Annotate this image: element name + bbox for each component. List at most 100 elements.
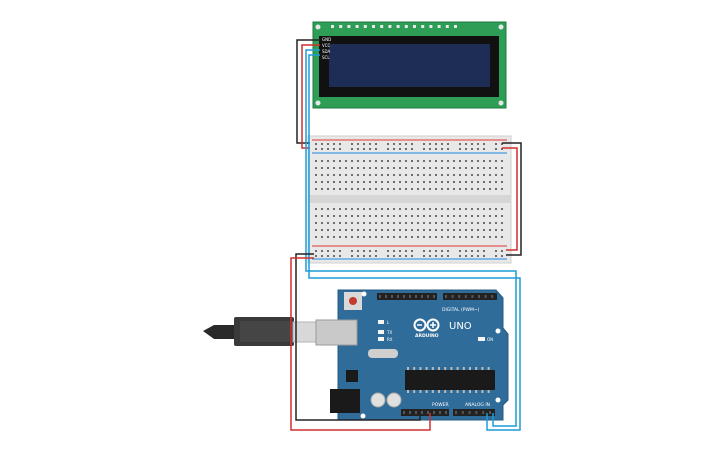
usb-cable[interactable] bbox=[203, 317, 318, 346]
breadboard-hole bbox=[447, 181, 449, 183]
breadboard-hole bbox=[345, 188, 347, 190]
breadboard-rail-hole bbox=[315, 148, 317, 150]
breadboard-hole bbox=[501, 181, 503, 183]
breadboard-hole bbox=[345, 215, 347, 217]
breadboard-rail-hole bbox=[441, 143, 443, 145]
breadboard-hole bbox=[465, 181, 467, 183]
breadboard-hole bbox=[315, 236, 317, 238]
breadboard-hole bbox=[477, 222, 479, 224]
digital-header-low bbox=[443, 293, 497, 300]
breadboard-hole bbox=[501, 215, 503, 217]
breadboard-hole bbox=[411, 208, 413, 210]
wire-arduino-gnd[interactable] bbox=[295, 253, 421, 421]
wire-arduino-5v[interactable] bbox=[290, 257, 431, 431]
breadboard-rail-hole bbox=[501, 255, 503, 257]
chip-leg bbox=[413, 367, 416, 370]
breadboard-hole bbox=[315, 188, 317, 190]
breadboard-rail-hole bbox=[405, 250, 407, 252]
breadboard-hole bbox=[321, 181, 323, 183]
breadboard-hole bbox=[471, 174, 473, 176]
breadboard-hole bbox=[423, 160, 425, 162]
breadboard-hole bbox=[447, 160, 449, 162]
chip-leg bbox=[407, 390, 409, 393]
breadboard-hole bbox=[339, 188, 341, 190]
breadboard-hole bbox=[441, 167, 443, 169]
breadboard-hole bbox=[375, 215, 377, 217]
lcd-header-pin bbox=[339, 25, 343, 28]
breadboard-hole bbox=[441, 236, 443, 238]
led-l-label: L bbox=[387, 320, 390, 325]
breadboard-hole bbox=[375, 167, 377, 169]
breadboard-rail-hole bbox=[315, 143, 317, 145]
breadboard-hole bbox=[489, 188, 491, 190]
breadboard-hole bbox=[483, 188, 485, 190]
breadboard-hole bbox=[411, 215, 413, 217]
breadboard-hole bbox=[369, 229, 371, 231]
lcd-module[interactable]: GND VCC SDA SCL bbox=[312, 21, 507, 109]
wire-rail-jumper-vcc[interactable] bbox=[502, 147, 518, 251]
analog-header bbox=[453, 409, 495, 416]
arduino-logo-text: ARDUINO bbox=[415, 333, 439, 339]
chip-leg bbox=[462, 367, 465, 370]
breadboard-rail-hole bbox=[471, 148, 473, 150]
breadboard-hole bbox=[369, 188, 371, 190]
breadboard[interactable] bbox=[307, 135, 512, 264]
breadboard-rail-hole bbox=[393, 143, 395, 145]
breadboard-hole bbox=[405, 188, 407, 190]
breadboard-hole bbox=[423, 181, 425, 183]
breadboard-hole bbox=[345, 181, 347, 183]
breadboard-rail-hole bbox=[477, 143, 479, 145]
breadboard-rail-hole bbox=[387, 148, 389, 150]
chip-leg bbox=[425, 367, 428, 370]
breadboard-hole bbox=[435, 167, 437, 169]
breadboard-hole bbox=[339, 208, 341, 210]
breadboard-hole bbox=[399, 236, 401, 238]
wire-lcd-scl[interactable] bbox=[308, 54, 521, 431]
breadboard-rail-hole bbox=[369, 148, 371, 150]
breadboard-hole bbox=[495, 229, 497, 231]
lcd-header-pin bbox=[355, 25, 359, 28]
breadboard-rail-hole bbox=[339, 255, 341, 257]
chip-leg bbox=[431, 367, 434, 370]
digital-pin bbox=[415, 295, 417, 298]
breadboard-hole bbox=[483, 181, 485, 183]
breadboard-hole bbox=[483, 222, 485, 224]
breadboard-hole bbox=[417, 236, 419, 238]
breadboard-hole bbox=[453, 215, 455, 217]
breadboard-hole bbox=[369, 222, 371, 224]
wire-lcd-sda[interactable] bbox=[305, 49, 517, 427]
breadboard-rail-hole bbox=[357, 148, 359, 150]
wire-rail-jumper-gnd[interactable] bbox=[502, 142, 522, 256]
breadboard-rail-hole bbox=[351, 143, 353, 145]
breadboard-hole bbox=[357, 160, 359, 162]
breadboard-hole bbox=[501, 236, 503, 238]
breadboard-hole bbox=[357, 188, 359, 190]
breadboard-hole bbox=[453, 167, 455, 169]
breadboard-rail-hole bbox=[429, 250, 431, 252]
breadboard-hole bbox=[441, 181, 443, 183]
breadboard-rail-hole bbox=[333, 250, 335, 252]
breadboard-rail-hole bbox=[501, 250, 503, 252]
mount-hole bbox=[361, 291, 367, 297]
breadboard-rail-hole bbox=[501, 143, 503, 145]
arduino-uno[interactable]: L TX RX ON ARDUINO UNO DIGITAL (PWM~) PO… bbox=[315, 289, 509, 421]
breadboard-hole bbox=[399, 215, 401, 217]
chip-leg bbox=[425, 390, 428, 393]
chip-leg bbox=[450, 367, 453, 370]
breadboard-hole bbox=[471, 188, 473, 190]
breadboard-rail-hole bbox=[399, 255, 401, 257]
breadboard-hole bbox=[489, 181, 491, 183]
breadboard-hole bbox=[477, 188, 479, 190]
breadboard-hole bbox=[495, 208, 497, 210]
breadboard-hole bbox=[333, 174, 335, 176]
breadboard-rail-hole bbox=[375, 143, 377, 145]
lcd-header-pin bbox=[404, 25, 408, 28]
analog-pin bbox=[455, 411, 457, 414]
breadboard-rail-hole bbox=[387, 143, 389, 145]
breadboard-hole bbox=[345, 160, 347, 162]
breadboard-hole bbox=[393, 236, 395, 238]
breadboard-hole bbox=[321, 167, 323, 169]
breadboard-hole bbox=[333, 167, 335, 169]
breadboard-hole bbox=[345, 229, 347, 231]
wire-lcd-gnd[interactable] bbox=[296, 39, 320, 144]
